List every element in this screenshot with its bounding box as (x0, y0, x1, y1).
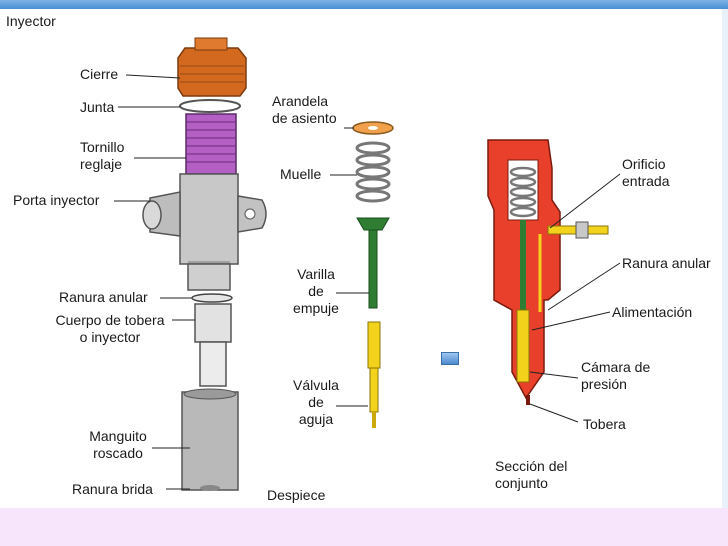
porta-inyector (142, 173, 267, 291)
label-porta-inyector: Porta inyector (13, 192, 100, 208)
label-junta: Junta (80, 99, 115, 115)
slide-icon[interactable] (441, 352, 459, 365)
label-valvula: Válvula de aguja (293, 377, 339, 427)
label-cierre: Cierre (80, 66, 119, 82)
right-leaders (529, 173, 621, 423)
ranura-anular-ring (191, 293, 233, 303)
label-despiece: Despiece (267, 487, 326, 503)
label-cuerpo-tobera: Cuerpo de tobera o inyector (55, 312, 165, 345)
label-arandela: Arandela de asiento (272, 93, 337, 126)
manguito-roscado (181, 388, 239, 491)
label-tornillo: Tornillo reglaje (80, 139, 125, 172)
muelle-spring (355, 141, 391, 203)
page-title: Inyector (6, 13, 56, 29)
tornillo-reglaje (185, 113, 237, 175)
label-manguito: Manguito roscado (89, 428, 147, 461)
label-tobera: Tobera (583, 416, 626, 432)
left-leaders (114, 74, 195, 490)
middle-leaders (330, 127, 369, 407)
top-bar (0, 0, 728, 9)
label-varilla: Varilla de empuje (293, 266, 339, 316)
label-muelle: Muelle (280, 166, 322, 182)
varilla-push-rod (356, 217, 390, 309)
label-camara: Cámara de presión (581, 359, 651, 392)
label-ranura-anular-left: Ranura anular (59, 289, 148, 305)
label-orificio: Orificio entrada (622, 156, 670, 189)
valvula-needle (367, 321, 381, 428)
junta-ring (179, 99, 241, 113)
label-alimentacion: Alimentación (612, 304, 693, 320)
cierre-nut (177, 37, 247, 97)
cuerpo-tobera (194, 303, 232, 387)
label-seccion: Sección del conjunto (495, 458, 568, 491)
label-ranura-brida: Ranura brida (72, 481, 153, 497)
right-edge (722, 9, 728, 508)
seccion-conjunto (487, 139, 609, 405)
bottom-bar (0, 508, 728, 546)
label-ranura-anular-right: Ranura anular (622, 255, 711, 271)
